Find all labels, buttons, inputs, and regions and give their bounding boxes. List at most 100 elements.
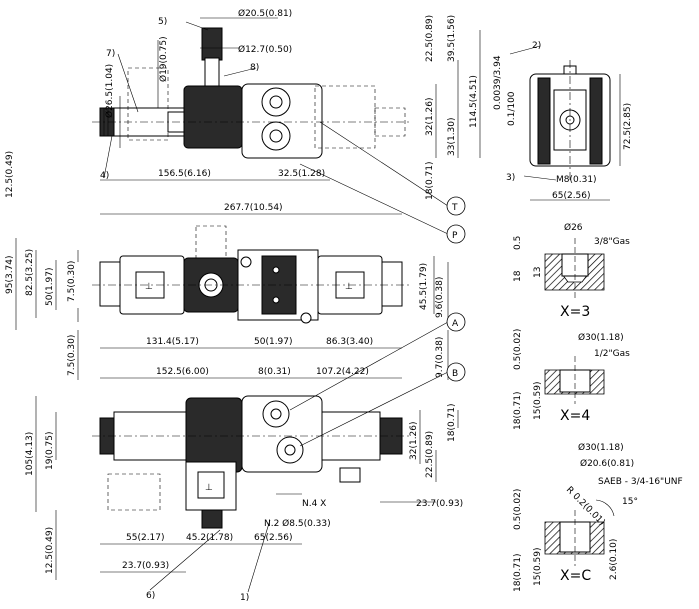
dim-d12-7: Ø12.7(0.50)	[238, 44, 292, 55]
dim-19-v: 19(0.75)	[45, 431, 55, 470]
dim-45-5: 45.5(1.79)	[419, 263, 429, 310]
callout-6: 6)	[146, 591, 155, 601]
port-label-t: T	[451, 203, 458, 213]
x3-thread: 3/8"Gas	[594, 237, 630, 247]
xc-thread: SAEB - 3/4-16"UNF	[598, 477, 683, 487]
dim-12-5-top: 12.5(0.49)	[5, 151, 15, 198]
dim-72-5: 72.5(2.85)	[623, 103, 633, 150]
dim-9-7: 9.7(0.38)	[435, 337, 445, 378]
x3-d0-5: 0.5	[513, 236, 523, 250]
xc-d18: 18(0.71)	[513, 553, 523, 592]
bottom-view: ⊥	[92, 395, 412, 529]
port-label-b-circle	[446, 362, 466, 382]
dimension-labels: Ø20.5(0.81) Ø12.7(0.50) Ø19(0.75) Ø26.5(…	[5, 8, 633, 574]
x4-d15: 15(0.59)	[533, 381, 543, 420]
dim-156-5: 156.5(6.16)	[158, 169, 211, 179]
xc-title: X=C	[560, 568, 591, 584]
xc-d2-6: 2.6(0.10)	[609, 539, 619, 580]
x4-d0-5: 0.5(0.02)	[513, 329, 523, 370]
detail-x4	[544, 356, 605, 404]
dim-18-low: 18(0.71)	[447, 403, 457, 442]
dim-267-7: 267.7(10.54)	[224, 203, 283, 213]
port-label-a: A	[452, 319, 459, 329]
dim-45-2: 45.2(1.78)	[186, 533, 233, 543]
x4-title: X=4	[560, 408, 590, 424]
front-view: ⊥ ⊥	[92, 225, 412, 324]
svg-text:⊥: ⊥	[145, 282, 153, 292]
dim-7-5-a: 7.5(0.30)	[67, 261, 77, 302]
svg-text:⊥: ⊥	[345, 282, 353, 292]
x4-d30: Ø30(1.18)	[578, 332, 624, 343]
top-left-solenoid	[183, 85, 243, 149]
dimension-lines	[15, 17, 621, 593]
callout-7: 7)	[106, 49, 115, 59]
dim-107-2: 107.2(4.22)	[316, 367, 369, 377]
xc-d20-6: Ø20.6(0.81)	[580, 458, 634, 469]
dim-39-5: 39.5(1.56)	[447, 15, 457, 62]
label-n4x: N.4 X	[302, 499, 326, 509]
dim-23-7-b: 23.7(0.93)	[122, 561, 169, 571]
dim-flatness: 0.0039/3.94	[493, 55, 503, 110]
dim-65-low: 65(2.56)	[254, 533, 293, 543]
dim-32-5: 32.5(1.28)	[278, 169, 325, 179]
xc-angle: 15°	[622, 497, 638, 507]
dim-7-5-b: 7.5(0.30)	[67, 335, 77, 376]
top-view	[92, 27, 412, 159]
xc-d15: 15(0.59)	[533, 547, 543, 586]
dim-32-low: 32(1.26)	[409, 421, 419, 460]
callouts: 5) 7) 8) 4) 2) 3) 6) 1) T P A B	[100, 17, 541, 603]
port-label-t-circle	[446, 196, 466, 216]
dim-32-top: 32(1.26)	[425, 97, 435, 136]
callout-2: 2)	[532, 41, 541, 51]
detail-x3	[544, 238, 605, 298]
dim-86-3: 86.3(3.40)	[326, 337, 373, 347]
dim-105: 105(4.13)	[25, 432, 35, 476]
dim-d26-5: Ø26.5(1.04)	[104, 64, 115, 118]
callout-8: 8)	[250, 63, 259, 73]
port-label-b: B	[452, 369, 458, 379]
dim-22-5-low: 22.5(0.89)	[425, 431, 435, 478]
front-left-end	[99, 261, 121, 307]
dim-23-7-a: 23.7(0.93)	[416, 499, 463, 509]
callout-4: 4)	[100, 171, 109, 181]
dim-114-5: 114.5(4.51)	[469, 75, 479, 128]
callout-5: 5)	[158, 17, 167, 27]
callout-3: 3)	[506, 173, 515, 183]
port-label-p: P	[452, 231, 458, 241]
side-view	[529, 60, 611, 180]
top-manual-override	[201, 27, 223, 61]
dim-d20-5: Ø20.5(0.81)	[238, 8, 292, 19]
dim-50-v: 50(1.97)	[45, 267, 55, 306]
label-m8: M8(0.31)	[556, 175, 597, 185]
dim-50-h: 50(1.97)	[254, 337, 293, 347]
dim-55: 55(2.17)	[126, 533, 165, 543]
dim-131-4: 131.4(5.17)	[146, 337, 199, 347]
dim-12-5-low: 12.5(0.49)	[45, 527, 55, 574]
x3-d26: Ø26	[564, 222, 583, 233]
dim-152-5: 152.5(6.00)	[156, 367, 209, 377]
port-label-a-circle	[446, 312, 466, 332]
xc-radius: R 0.2(0.01)	[564, 485, 607, 528]
x3-d13: 13	[533, 267, 543, 278]
port-label-p-circle	[446, 224, 466, 244]
x4-d18: 18(0.71)	[513, 391, 523, 430]
dim-22-5-top: 22.5(0.89)	[425, 15, 435, 62]
x3-d18: 18	[513, 270, 523, 282]
x3-title: X=3	[560, 304, 590, 320]
dim-82-5: 82.5(3.25)	[25, 249, 35, 296]
dim-d19: Ø19(0.75)	[158, 36, 169, 82]
dim-8: 8(0.31)	[258, 367, 291, 377]
xc-d30: Ø30(1.18)	[578, 442, 624, 453]
dim-65-side: 65(2.56)	[552, 191, 591, 201]
dim-95: 95(3.74)	[5, 255, 15, 294]
detail-xc	[544, 499, 615, 566]
dim-18-top: 18(0.71)	[425, 161, 435, 200]
dim-flatness2: 0.1/100	[507, 91, 517, 126]
bottom-left-solenoid	[185, 397, 243, 473]
dim-33: 33(1.30)	[447, 117, 457, 156]
callout-1: 1)	[240, 593, 249, 603]
dim-9-6: 9.6(0.38)	[435, 277, 445, 318]
x4-thread: 1/2"Gas	[594, 349, 630, 359]
